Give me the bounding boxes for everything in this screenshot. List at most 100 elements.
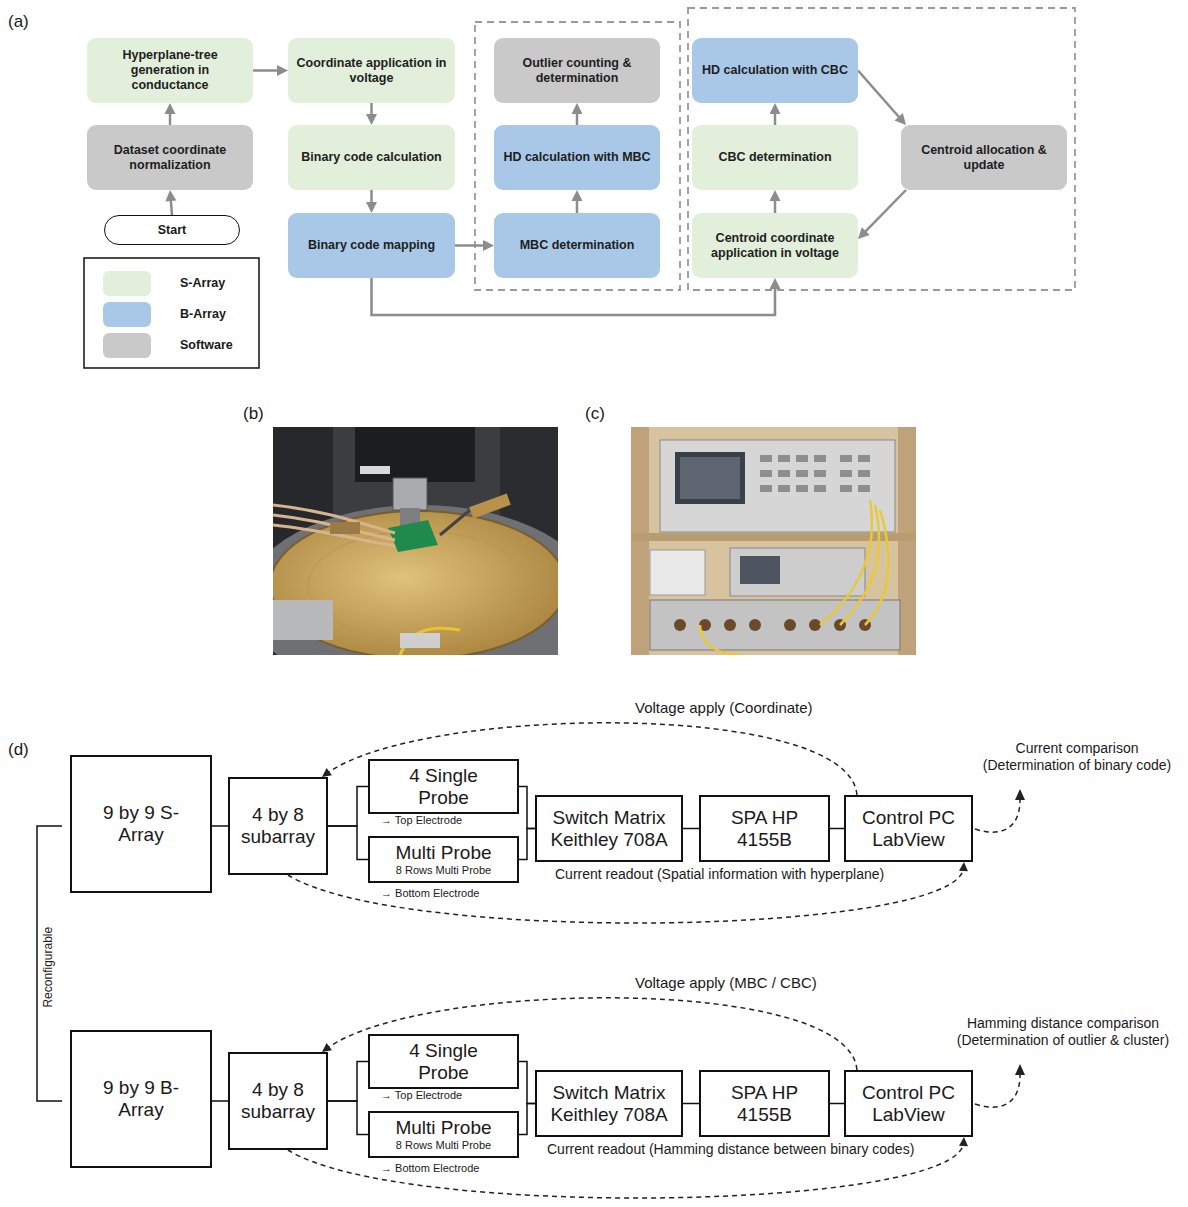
- process-box: Dataset coordinate normalization: [87, 125, 253, 190]
- output-arrow: [1015, 1064, 1025, 1075]
- node-text: Start: [158, 223, 186, 237]
- process-box: Binary code calculation: [288, 125, 455, 190]
- panel-letter: (a): [8, 12, 29, 32]
- connector: [519, 787, 535, 829]
- node-text: CBC determination: [718, 150, 831, 165]
- process-box: Coordinate application in voltage: [288, 38, 455, 103]
- connector-line: [328, 1062, 368, 1102]
- group-outline: [688, 8, 1075, 290]
- hardware-box: Multi Probe8 Rows Multi Probe: [368, 836, 519, 883]
- hardware-box: SPA HP 4155B: [699, 1070, 830, 1137]
- connector: [830, 828, 844, 829]
- legend-frame: [84, 258, 259, 368]
- process-box: Binary code mapping: [288, 213, 455, 278]
- connector-label: Voltage apply (Coordinate): [633, 699, 815, 717]
- connector-line: [372, 278, 776, 315]
- node-text: Outlier counting & determination: [507, 56, 647, 86]
- node-text: MBC determination: [520, 238, 635, 253]
- bracket: [37, 826, 62, 1101]
- connector: [572, 190, 583, 213]
- probe-station-photo: [388, 520, 438, 552]
- instrument-rack-photo: [814, 485, 826, 492]
- arrowhead: [959, 1137, 968, 1146]
- arrowhead: [959, 862, 968, 871]
- connector: [212, 826, 228, 827]
- start-terminal: Start: [104, 215, 240, 245]
- probe-station-photo: [330, 522, 360, 534]
- connector-label: Voltage apply (MBC / CBC): [633, 974, 819, 992]
- node-text: Switch Matrix Keithley 708A: [542, 1082, 677, 1126]
- instrument-rack-photo: [760, 455, 870, 492]
- instrument-rack-photo: [730, 548, 865, 596]
- group-outline: [475, 22, 680, 290]
- instrument-rack-photo: [809, 619, 821, 631]
- node-text: 4 Single Probe: [396, 1040, 491, 1084]
- probe-station-photo: [273, 505, 558, 655]
- process-box: MBC determination: [494, 213, 660, 278]
- node-text: HD calculation with MBC: [503, 150, 650, 165]
- instrument-rack-photo: [700, 625, 740, 655]
- hardware-box: Switch Matrix Keithley 708A: [535, 795, 683, 862]
- connector-line: [519, 787, 535, 829]
- connector: [858, 71, 906, 126]
- node-text: 4 by 8 subarray: [236, 1079, 321, 1123]
- instrument-rack-photo: [660, 440, 895, 532]
- arrowhead: [322, 768, 332, 777]
- connector: [858, 190, 906, 239]
- hardware-box: 9 by 9 S-Array: [70, 755, 212, 893]
- process-box: HD calculation with MBC: [494, 125, 660, 190]
- instrument-rack-photo: [675, 452, 745, 504]
- probe-station-photo: [400, 633, 440, 648]
- arrowhead: [770, 103, 781, 114]
- arrowhead: [366, 202, 377, 213]
- node-text: Hyperplane-tree generation in conductanc…: [116, 48, 224, 93]
- output-arrow: [1015, 789, 1025, 800]
- hardware-box: 4 Single Probe: [368, 1034, 519, 1090]
- legend-swatch: [103, 333, 151, 358]
- annotation: → Bottom Electrode: [381, 1162, 479, 1175]
- node-text: Multi Probe: [395, 842, 491, 864]
- probe-station-photo: [440, 510, 470, 535]
- connector: [683, 828, 699, 829]
- connector-line: [830, 1103, 844, 1105]
- process-box: Hyperplane-tree generation in conductanc…: [87, 38, 253, 103]
- node-text: Binary code calculation: [301, 150, 441, 165]
- node-text: HD calculation with CBC: [702, 63, 848, 78]
- connector-line: [858, 71, 902, 121]
- arrowhead: [483, 240, 494, 251]
- connector-line: [519, 1062, 535, 1104]
- node-text: SPA HP 4155B: [717, 1082, 812, 1126]
- hardware-box: 4 Single Probe: [368, 759, 519, 815]
- arrowhead: [770, 190, 781, 201]
- arrowhead: [366, 114, 377, 125]
- hardware-box: SPA HP 4155B: [699, 795, 830, 862]
- connector: [366, 103, 377, 125]
- connector-line: [830, 828, 844, 830]
- probe-station-photo: [273, 505, 395, 533]
- connector: [253, 65, 288, 76]
- node-text: Centroid allocation & update: [914, 143, 1054, 173]
- connector: [770, 103, 781, 125]
- arrowhead: [858, 227, 870, 239]
- node-text: Switch Matrix Keithley 708A: [542, 807, 677, 851]
- instrument-rack-photo: [700, 500, 888, 655]
- group-outline: [475, 8, 1075, 290]
- arrowhead: [165, 103, 176, 114]
- arrowhead: [572, 190, 583, 201]
- connector: [455, 240, 494, 251]
- probe-station-photo: [469, 494, 511, 519]
- instrument-rack-photo: [784, 619, 796, 631]
- node-text: Binary code mapping: [308, 238, 435, 253]
- instrument-rack-photo: [650, 550, 705, 595]
- connector-line: [519, 829, 535, 860]
- node-text: Control PC LabView: [854, 1082, 964, 1126]
- legend-text: S-Array: [180, 276, 225, 291]
- arrowhead: [770, 278, 781, 289]
- instrument-rack-photo: [840, 470, 852, 477]
- arrowhead: [277, 65, 288, 76]
- connector: [328, 1101, 368, 1135]
- panel-letter: (d): [8, 740, 29, 760]
- process-box: Centroid coordinate application in volta…: [692, 213, 858, 278]
- legend-text: B-Array: [180, 307, 226, 322]
